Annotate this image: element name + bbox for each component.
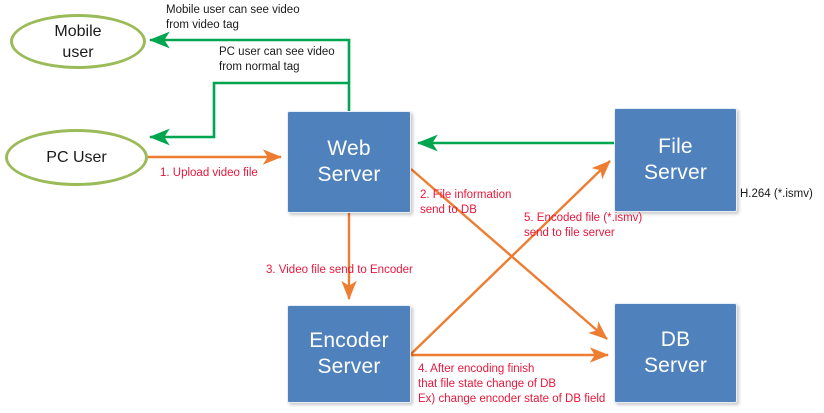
- flow-label-3-video-to-encoder: 3. Video file send to Encoder: [266, 264, 413, 276]
- node-encoder-server[interactable]: Encoder Server: [287, 305, 411, 403]
- note-codec: H.264 (*.ismv): [740, 188, 813, 200]
- flow-label-2-file-info: 2. File information send to DB: [420, 189, 512, 216]
- actor-pc-user-label: PC User: [46, 149, 107, 166]
- actor-mobile-user-label: Mobile user: [54, 22, 102, 61]
- node-db-server-label: DB Server: [643, 328, 708, 377]
- flow-label-1-upload: 1. Upload video file: [160, 167, 258, 179]
- note-pc-normal-tag: PC user can see video from normal tag: [219, 46, 335, 73]
- connector-web-to-pc-user: [148, 81, 349, 146]
- node-file-server-label: File Server: [643, 135, 708, 184]
- node-encoder-server-label: Encoder Server: [309, 329, 389, 378]
- actor-pc-user[interactable]: PC User: [5, 129, 148, 186]
- actor-mobile-user[interactable]: Mobile user: [10, 14, 146, 69]
- node-web-server[interactable]: Web Server: [287, 111, 411, 213]
- connector-encoder-server-to-file-server: [410, 160, 611, 355]
- connector-web-server-to-db-server: [410, 168, 608, 340]
- note-mobile-video-tag: Mobile user can see video from video tag: [166, 4, 300, 31]
- flow-label-5-encoded-file: 5. Encoded file (*.ismv) send to file se…: [524, 212, 643, 239]
- node-file-server[interactable]: File Server: [614, 108, 737, 212]
- node-db-server[interactable]: DB Server: [614, 303, 737, 403]
- connector-web-to-mobile-user: [148, 31, 351, 111]
- node-web-server-label: Web Server: [317, 137, 381, 186]
- flow-label-4-state-change: 4. After encoding finish that file state…: [418, 363, 606, 405]
